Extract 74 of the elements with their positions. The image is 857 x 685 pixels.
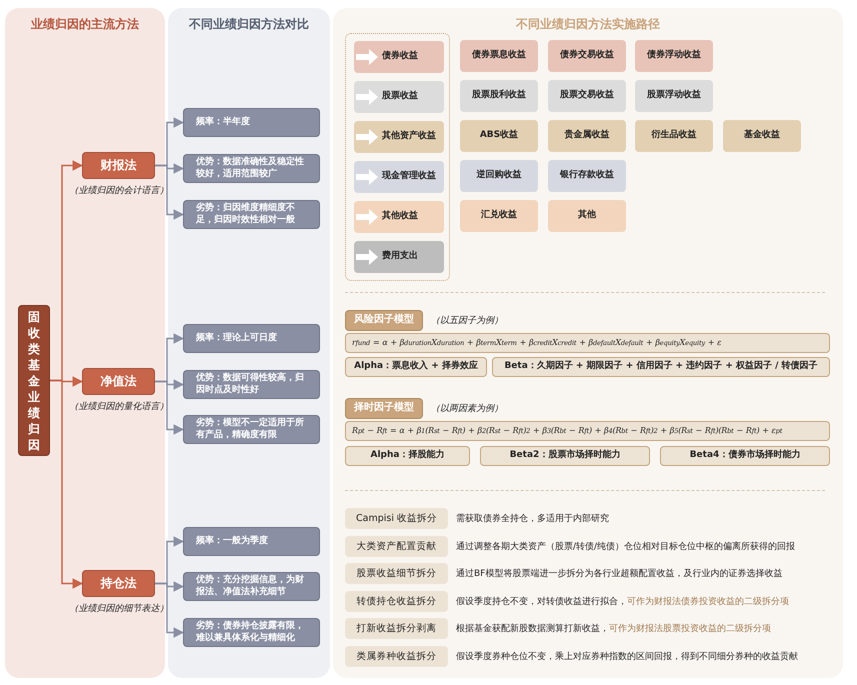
caption-text: （业绩归因的会计语言） — [68, 184, 170, 197]
category-label: 其他收益 — [382, 211, 418, 223]
feature-box: 频率：一般为季度 — [183, 527, 320, 556]
item-box: 其他 — [548, 200, 626, 232]
method-box: 持仓法 — [82, 570, 155, 597]
connector-arrow — [50, 380, 84, 589]
description-text: 通过调整各期大类资产（股票/转债/纯债）仓位相对目标仓位中枢的偏离所获得的回报 — [456, 540, 796, 553]
method-label-box: 股票收益细节拆分 — [345, 563, 448, 584]
column-panel — [333, 8, 843, 678]
caption-text: （业绩归因的量化语言） — [68, 400, 170, 413]
feature-box: 优势：充分挖掘信息，为财报法、净值法补充细节 — [183, 572, 320, 601]
category-box — [354, 41, 444, 73]
feature-box: 劣势：债券持仓披露有限，难以兼具体系化与精细化 — [183, 618, 320, 647]
item-box: 股票浮动收益 — [635, 80, 713, 112]
category-label: 费用支出 — [382, 251, 418, 263]
feature-box: 优势：数据可得性较高，归因时点及时性好 — [183, 370, 320, 399]
feature-box: 频率：半年度 — [183, 108, 320, 137]
description-text: 假设季度持仓不变，对转债收益进行拟合，可作为财报法债券投资收益的二级拆分项 — [456, 596, 789, 608]
factor-box: Alpha：票息收入 + 择券效应 — [345, 357, 487, 377]
method-label-box: 打新收益拆分剥离 — [345, 618, 448, 639]
description-text: 假设季度券种仓位不变，乘上对应券种指数的区间回报，得到不同细分券种的收益贡献 — [456, 650, 798, 663]
description-text: 根据基金获配新股数据测算打新收益，可作为财报法股票投资收益的二级拆分项 — [456, 622, 771, 635]
category-box — [354, 201, 444, 233]
column-title: 业绩归因的主流方法 — [30, 16, 140, 33]
category-label: 债券收益 — [382, 51, 418, 63]
feature-box: 优势：数据准确性及稳定性较好，适用范围较广 — [183, 154, 320, 183]
method-label-box: Campisi 收益拆分 — [345, 508, 448, 529]
factor-box: Beta4：债券市场择时能力 — [660, 446, 830, 466]
factor-box: Alpha：择股能力 — [345, 446, 470, 466]
item-box: 债券浮动收益 — [635, 40, 713, 72]
caption-text: （以两因素为例） — [431, 402, 503, 415]
category-label: 其他资产收益 — [382, 131, 436, 143]
method-label-box: 转债持仓收益拆分 — [345, 591, 448, 612]
column-title: 不同业绩归因方法实施路径 — [514, 16, 661, 33]
item-box: 基金收益 — [723, 120, 801, 152]
category-label: 现金管理收益 — [382, 171, 436, 183]
column-panel — [168, 8, 330, 678]
method-box: 财报法 — [82, 152, 155, 179]
model-tag: 风险因子模型 — [345, 310, 423, 331]
column-title: 不同业绩归因方法对比 — [188, 16, 310, 33]
description-text: 通过BF模型将股票端进一步拆分为各行业超额配置收益，及行业内的证券选择收益 — [456, 568, 782, 580]
dotted-group-frame — [345, 33, 450, 281]
item-box: ABS收益 — [460, 120, 538, 152]
feature-box: 频率：理论上可日度 — [183, 324, 320, 353]
factor-box: Beta2：股票市场择时能力 — [480, 446, 650, 466]
category-label: 股票收益 — [382, 91, 418, 103]
method-label-box: 大类资产配置贡献 — [345, 536, 448, 557]
connector-arrow — [155, 380, 184, 435]
item-box: 逆回购收益 — [460, 160, 538, 192]
item-box: 股票交易收益 — [548, 80, 626, 112]
method-label-box: 类属券种收益拆分 — [345, 646, 448, 667]
caption-text: （以五因子为例） — [431, 314, 503, 327]
category-box — [354, 81, 444, 113]
category-box — [354, 121, 444, 153]
item-box: 贵金属收益 — [548, 120, 626, 152]
category-box — [354, 161, 444, 193]
description-text: 需获取债券全持仓，多适用于内部研究 — [456, 512, 609, 525]
item-box: 衍生品收益 — [635, 120, 713, 152]
feature-box: 劣势：模型不一定适用于所有产品，精确度有限 — [183, 415, 320, 444]
item-box: 股票股利收益 — [460, 80, 538, 112]
caption-text: （业绩归因的细节表达） — [68, 602, 170, 615]
item-box: 债券交易收益 — [548, 40, 626, 72]
column-panel — [5, 8, 165, 678]
connector-arrow — [155, 164, 184, 220]
feature-box: 劣势：归因维度精细度不足，归因时效性相对一般 — [183, 200, 320, 229]
model-tag: 择时因子模型 — [345, 398, 423, 419]
method-box: 净值法 — [82, 368, 155, 395]
connector-arrow — [155, 582, 184, 638]
root-box: 固收类基金业绩归因 — [18, 305, 50, 456]
item-box: 银行存款收益 — [548, 160, 626, 192]
item-box: 汇兑收益 — [460, 200, 538, 232]
item-box: 债券票息收益 — [460, 40, 538, 72]
category-box — [354, 241, 444, 273]
factor-box: Beta：久期因子 + 期限因子 + 信用因子 + 违约因子 + 权益因子 / 转债因子 — [492, 357, 830, 377]
